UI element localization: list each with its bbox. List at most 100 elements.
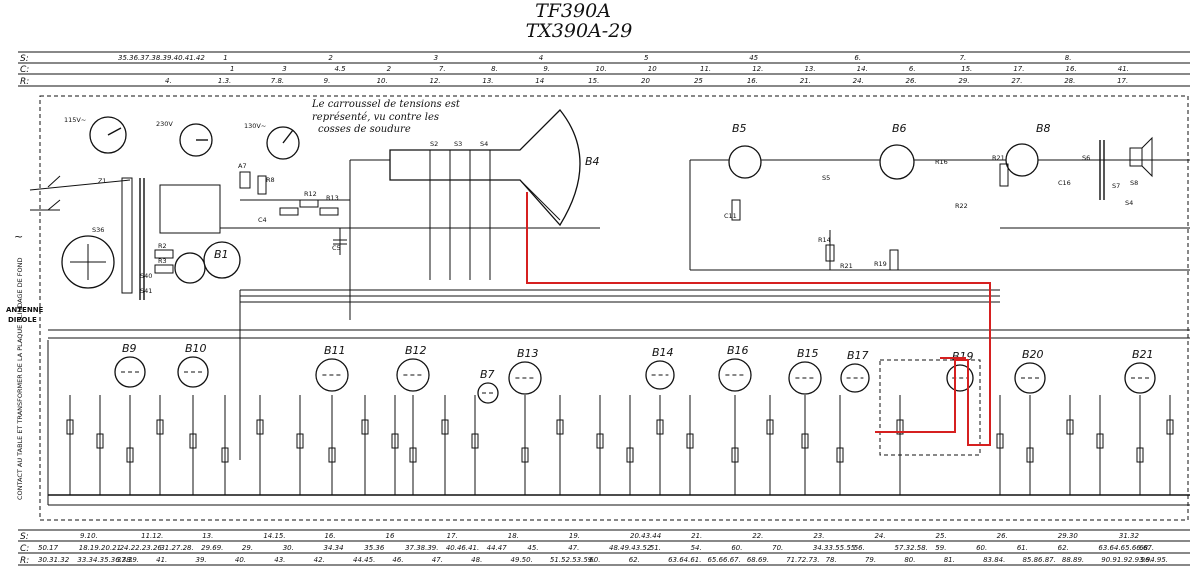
- bottom-s-value-8: 19.: [569, 532, 580, 540]
- top-r-value-14: 26.: [906, 77, 917, 85]
- lower-resistor-8: [328, 447, 336, 463]
- bottom-c-value-13: 47.: [568, 544, 579, 552]
- top-r-value-8: 15.: [588, 77, 599, 85]
- bottom-c-value-14: 48.49.43.52: [609, 544, 652, 552]
- top-r-value-0: 4.: [165, 77, 172, 85]
- bottom-r-value-0: 30.31.32: [38, 556, 70, 564]
- top-row-s-label: S:: [20, 54, 29, 64]
- bottom-s-value-15: 26.: [997, 532, 1008, 540]
- lower-resistor-21: [766, 419, 774, 435]
- bottom-c-value-5: 29.: [242, 544, 253, 552]
- lower-resistor-19: [686, 433, 694, 449]
- svg-text:S36: S36: [92, 226, 104, 234]
- top-r-value-6: 13.: [482, 77, 493, 85]
- bottom-c-value-20: 56.: [854, 544, 865, 552]
- svg-text:R14: R14: [818, 236, 831, 244]
- bottom-r-value-1: 33.34.35.36.38.: [77, 556, 133, 564]
- bottom-r-value-19: 71.72.73.: [786, 556, 819, 564]
- bottom-s-value-16: 29.30: [1058, 532, 1079, 540]
- bottom-s-value-1: 11.12.: [141, 532, 163, 540]
- bottom-c-value-7: 34.34: [324, 544, 344, 552]
- bottom-c-value-25: 62.: [1058, 544, 1069, 552]
- lower-resistor-13: [471, 433, 479, 449]
- bottom-c-value-22: 59.: [935, 544, 946, 552]
- bottom-s-value-7: 18.: [508, 532, 519, 540]
- bottom-c-value-4: 29.69.: [201, 544, 223, 552]
- tube-b10-label: B10: [185, 342, 207, 355]
- selector-115: 115V~: [64, 116, 86, 124]
- tube-b13-label: B13: [517, 347, 539, 360]
- bottom-r-value-5: 40.: [235, 556, 246, 564]
- top-c-value-1: 3: [282, 65, 286, 73]
- top-r-value-18: 17.: [1117, 77, 1128, 85]
- lower-resistor-15: [556, 419, 564, 435]
- lower-resistor-26: [1026, 447, 1034, 463]
- bottom-r-value-11: 48.: [471, 556, 482, 564]
- lower-resistor-0: [66, 419, 74, 435]
- bottom-s-value-9: 20.43.44: [630, 532, 661, 540]
- bottom-c-value-26: 63.64.65.66.67.: [1098, 544, 1154, 552]
- bottom-c-value-6: 30.: [283, 544, 294, 552]
- bottom-s-value-6: 17.: [447, 532, 458, 540]
- lower-resistor-25: [996, 433, 1004, 449]
- tube-b21-label: B21: [1132, 348, 1154, 361]
- top-c-value-12: 14.: [857, 65, 868, 73]
- lower-resistor-7: [296, 433, 304, 449]
- svg-text:S4: S4: [1125, 199, 1133, 207]
- top-s-value-8: 7.: [960, 54, 967, 62]
- svg-text:R19: R19: [874, 260, 887, 268]
- top-r-value-11: 16.: [747, 77, 758, 85]
- lower-resistor-6: [256, 419, 264, 435]
- svg-text:R21: R21: [840, 262, 853, 270]
- selector-230: 230V: [156, 120, 173, 128]
- top-c-value-13: 6.: [909, 65, 916, 73]
- svg-text:S7: S7: [1112, 182, 1120, 190]
- tube-b16-label: B16: [727, 344, 749, 357]
- note-line3: cosses de soudure: [318, 124, 411, 135]
- title-line2: TX390A-29: [526, 20, 633, 42]
- top-r-value-17: 28.: [1064, 77, 1075, 85]
- bottom-r-value-2: 37.39.: [117, 556, 139, 564]
- top-r-value-5: 12.: [429, 77, 440, 85]
- bottom-r-value-28: 96.: [1141, 556, 1152, 564]
- top-c-value-2: 4.5: [334, 65, 346, 73]
- top-r-value-2: 7.8.: [271, 77, 284, 85]
- svg-text:R3: R3: [158, 257, 167, 265]
- bottom-c-value-21: 57.32.58.: [895, 544, 928, 552]
- top-c-value-15: 17.: [1013, 65, 1024, 73]
- lower-resistor-5: [221, 447, 229, 463]
- lower-resistor-2: [126, 447, 134, 463]
- dipole-label: DIPOLE: [8, 316, 37, 324]
- bottom-r-value-23: 81.: [944, 556, 955, 564]
- bottom-r-value-10: 47.: [432, 556, 443, 564]
- bottom-r-value-13: 51.52.53.59.: [550, 556, 595, 564]
- bottom-s-value-0: 9.10.: [80, 532, 98, 540]
- top-s-value-1: 1: [223, 54, 227, 62]
- svg-text:S4: S4: [480, 140, 488, 148]
- tube-b1-label: B1: [214, 248, 229, 261]
- power-supply-section: ~ Z1 S36 R2 R3 B1 S40 S41: [14, 175, 241, 300]
- bottom-c-value-9: 37.38.39.: [405, 544, 438, 552]
- tube-b11-label: B11: [324, 344, 346, 357]
- bottom-s-value-17: 31.32: [1119, 532, 1140, 540]
- bottom-s-value-10: 21.: [691, 532, 702, 540]
- svg-text:R22: R22: [955, 202, 968, 210]
- bottom-r-value-7: 42.: [314, 556, 325, 564]
- bottom-r-value-14: 60.: [589, 556, 600, 564]
- lower-resistor-3: [156, 419, 164, 435]
- top-c-value-11: 13.: [804, 65, 815, 73]
- top-r-value-12: 21.: [800, 77, 811, 85]
- bottom-c-value-27: 68.: [1139, 544, 1150, 552]
- bottom-c-value-12: 45.: [527, 544, 538, 552]
- lower-resistor-27: [1066, 419, 1074, 435]
- tube-b17-label: B17: [847, 349, 869, 362]
- bottom-c-value-15: 51.: [650, 544, 661, 552]
- note-line2: représenté, vu contre les: [312, 112, 439, 123]
- svg-text:R16: R16: [935, 158, 948, 166]
- svg-text:S3: S3: [454, 140, 462, 148]
- bottom-c-value-19: 34.33.55.55: [813, 544, 856, 552]
- bottom-s-value-13: 24.: [874, 532, 885, 540]
- bottom-s-value-12: 23.: [813, 532, 824, 540]
